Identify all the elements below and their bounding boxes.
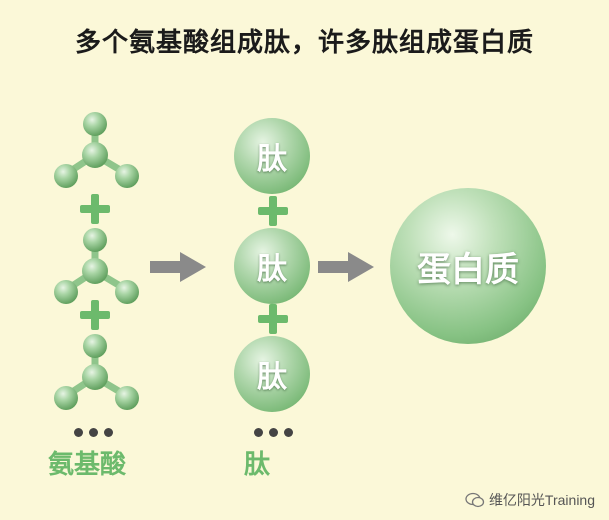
protein-circle: 蛋白质 [390, 188, 546, 344]
ellipsis-dots [254, 422, 299, 441]
plus-icon [258, 196, 288, 226]
wechat-icon [465, 492, 485, 508]
peptide-circle-3: 肽 [234, 336, 310, 412]
plus-icon [80, 194, 110, 224]
peptide-circle-2: 肽 [234, 228, 310, 304]
peptide-circle-1: 肽 [234, 118, 310, 194]
ellipsis-dots [74, 422, 119, 441]
amino-acid-label: 氨基酸 [48, 450, 127, 480]
amino-acid-molecule-3 [54, 334, 139, 410]
arrow-right-icon [150, 252, 206, 282]
plus-icon [258, 304, 288, 334]
amino-acid-molecule-2 [54, 228, 139, 304]
peptide-label: 肽 [244, 450, 271, 480]
watermark-text: 维亿阳光Training [488, 492, 595, 508]
amino-acid-molecule-1 [54, 112, 139, 188]
watermark: 维亿阳光Training [465, 490, 595, 510]
diagram-title: 多个氨基酸组成肽，许多肽组成蛋白质 [74, 28, 534, 58]
arrow-right-icon [318, 252, 374, 282]
plus-icon [80, 300, 110, 330]
